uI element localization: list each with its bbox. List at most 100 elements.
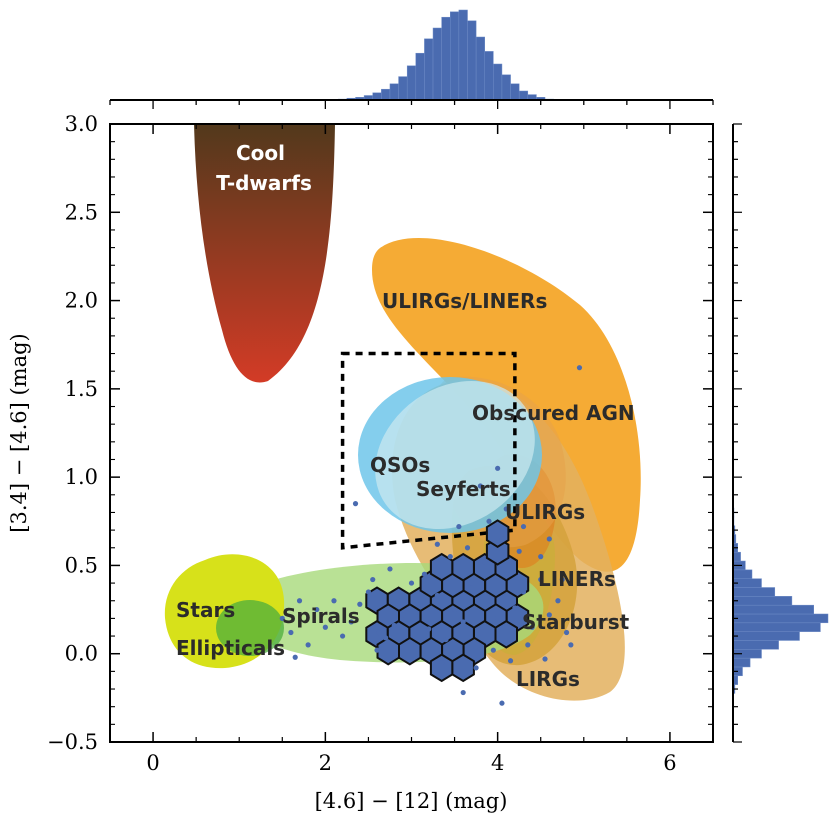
data-point <box>473 665 479 671</box>
top-hist-bar <box>493 63 503 101</box>
data-point <box>408 642 415 648</box>
top-hist-bar <box>501 74 511 101</box>
top-hist-bar <box>475 36 485 101</box>
data-point <box>348 619 354 625</box>
data-point <box>529 624 535 630</box>
data-point <box>391 622 397 629</box>
data-point <box>296 598 303 604</box>
x-tick-label: 2 <box>319 751 332 775</box>
data-point <box>499 536 505 542</box>
region-ellipticals <box>216 600 284 656</box>
y-tick-label: 2.0 <box>65 289 98 313</box>
right-hist-bar <box>732 604 814 615</box>
x-axis-title: [4.6] − [12] (mag) <box>315 789 508 813</box>
data-point <box>469 580 475 586</box>
data-point <box>439 659 445 666</box>
data-point <box>387 566 393 572</box>
label-qsos: QSOs <box>370 453 430 477</box>
hexbin-cell <box>376 636 400 666</box>
data-point <box>395 598 402 604</box>
top-hist-bar <box>398 76 408 101</box>
data-point <box>288 629 294 636</box>
data-point <box>559 576 565 583</box>
y-axis-title: [3.4] − [4.6] (mag) <box>7 333 31 532</box>
y-tick-label: 1.0 <box>65 465 98 489</box>
hexbin-cell <box>451 653 475 683</box>
data-point <box>408 580 415 586</box>
data-point <box>443 636 449 643</box>
hexbin-cell <box>485 536 510 566</box>
top-hist-bar <box>381 88 391 101</box>
label-obscured-agn: Obscured AGN <box>472 401 635 425</box>
top-hist-bar <box>424 38 434 101</box>
region-seyferts <box>375 380 535 530</box>
data-point <box>376 629 382 636</box>
right-hist-bar <box>732 631 800 641</box>
region-cool-t-dwarfs <box>194 124 335 383</box>
top-hist-bar <box>441 16 451 101</box>
data-point <box>495 465 501 471</box>
right-marginal-ticks <box>733 123 742 743</box>
right-hist-bar <box>732 640 779 650</box>
data-point <box>434 541 440 547</box>
top-hist-bar <box>458 9 468 101</box>
data-point <box>525 642 531 648</box>
top-hist-bar <box>415 52 425 101</box>
top-hist-bar <box>406 65 417 101</box>
selection-box <box>340 351 517 550</box>
y-tick-label: −0.5 <box>47 730 98 754</box>
y-tick-label: 0.5 <box>65 553 98 577</box>
y-tick-label: 1.5 <box>65 377 98 401</box>
data-point <box>495 615 501 622</box>
data-point <box>490 647 496 653</box>
right-hist-bar <box>732 622 821 632</box>
data-point <box>538 554 544 560</box>
data-point <box>486 598 492 604</box>
hexbin-cell <box>398 636 422 666</box>
hexbin-cell <box>451 552 475 582</box>
top-hist-bar <box>450 11 460 101</box>
right-hist-bar <box>732 596 793 606</box>
top-hist-bar <box>467 20 477 101</box>
data-point <box>576 365 583 371</box>
data-point <box>477 629 484 636</box>
data-point <box>426 626 432 632</box>
data-point <box>546 612 552 618</box>
data-point <box>447 554 453 560</box>
top-marginal-ticks <box>109 100 714 109</box>
data-point <box>568 642 574 648</box>
label-ellipticals: Ellipticals <box>176 636 285 660</box>
scatter-points <box>279 365 583 706</box>
data-point <box>555 598 561 604</box>
data-point <box>292 654 298 660</box>
top-hist-bar <box>518 90 529 101</box>
data-point <box>279 615 285 622</box>
right-marginal-histogram <box>732 507 829 694</box>
data-point <box>563 629 570 636</box>
data-point <box>482 559 488 565</box>
right-hist-bar <box>732 613 829 624</box>
data-point <box>370 576 376 583</box>
label-spirals: Spirals <box>282 604 360 628</box>
data-point <box>456 523 462 530</box>
data-point <box>352 501 359 507</box>
label-seyferts: Seyferts <box>416 477 511 501</box>
label-starburst: Starburst <box>522 610 630 634</box>
x-tick-label: 0 <box>146 751 159 775</box>
data-point <box>365 589 372 595</box>
data-point <box>451 606 458 613</box>
y-tick-label: 2.5 <box>65 200 98 224</box>
top-marginal-histogram <box>338 9 554 101</box>
data-point <box>322 624 328 630</box>
label-ulirgs: ULIRGs <box>505 500 585 524</box>
data-point <box>331 598 337 604</box>
data-point <box>507 658 514 664</box>
data-point <box>503 506 509 512</box>
x-tick-label: 4 <box>491 751 504 775</box>
data-point <box>512 605 518 611</box>
data-point <box>456 668 462 674</box>
x-tick-label: 6 <box>663 751 676 775</box>
hexbin-cell <box>494 619 518 649</box>
data-point <box>542 656 548 662</box>
